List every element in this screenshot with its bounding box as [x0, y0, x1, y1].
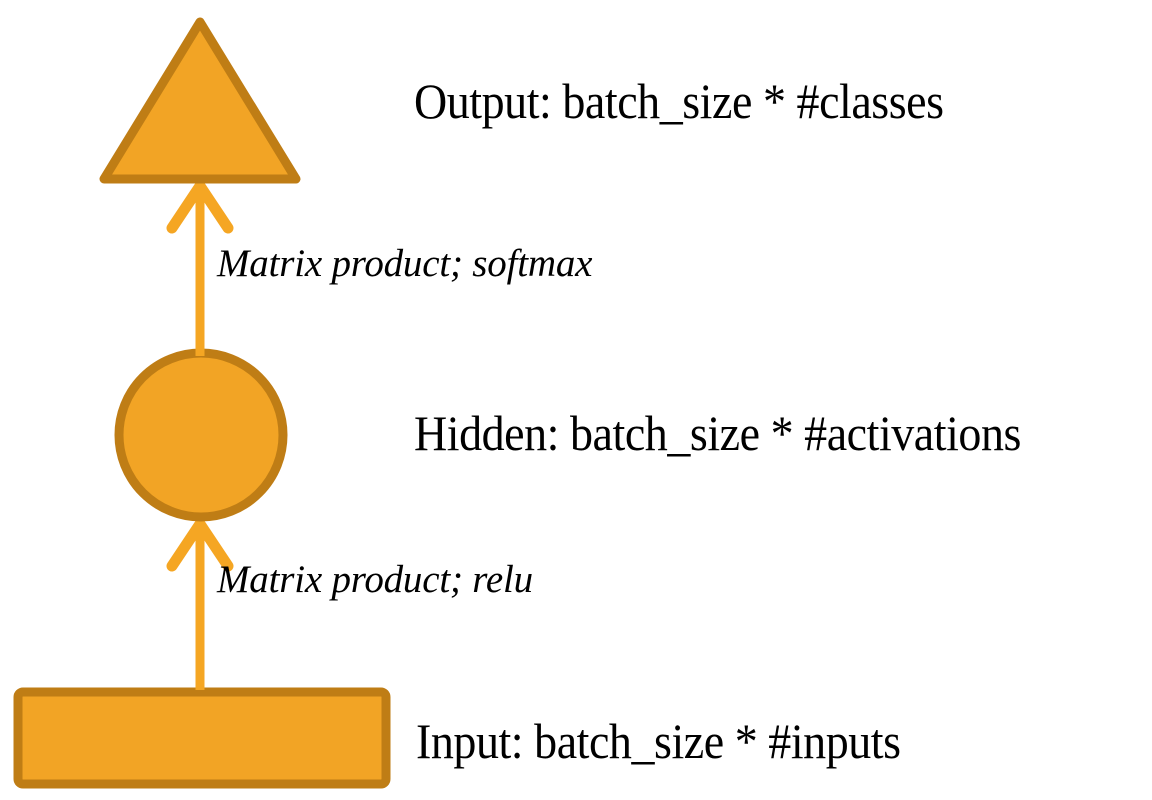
hidden-layer-label: Hidden: batch_size * #activations: [414, 405, 1021, 461]
hidden-to-output-edge-label: Matrix product; softmax: [217, 242, 593, 285]
input-layer-label: Input: batch_size * #inputs: [416, 713, 901, 769]
output-layer-label: Output: batch_size * #classes: [414, 73, 944, 129]
output-layer-triangle[interactable]: [99, 17, 301, 184]
input-to-hidden-edge-label: Matrix product; relu: [217, 558, 533, 601]
input-to-hidden-arrow[interactable]: [166, 518, 234, 690]
input-layer-rectangle[interactable]: [13, 687, 391, 789]
hidden-to-output-arrow[interactable]: [166, 180, 234, 356]
hidden-layer-circle[interactable]: [114, 348, 288, 522]
